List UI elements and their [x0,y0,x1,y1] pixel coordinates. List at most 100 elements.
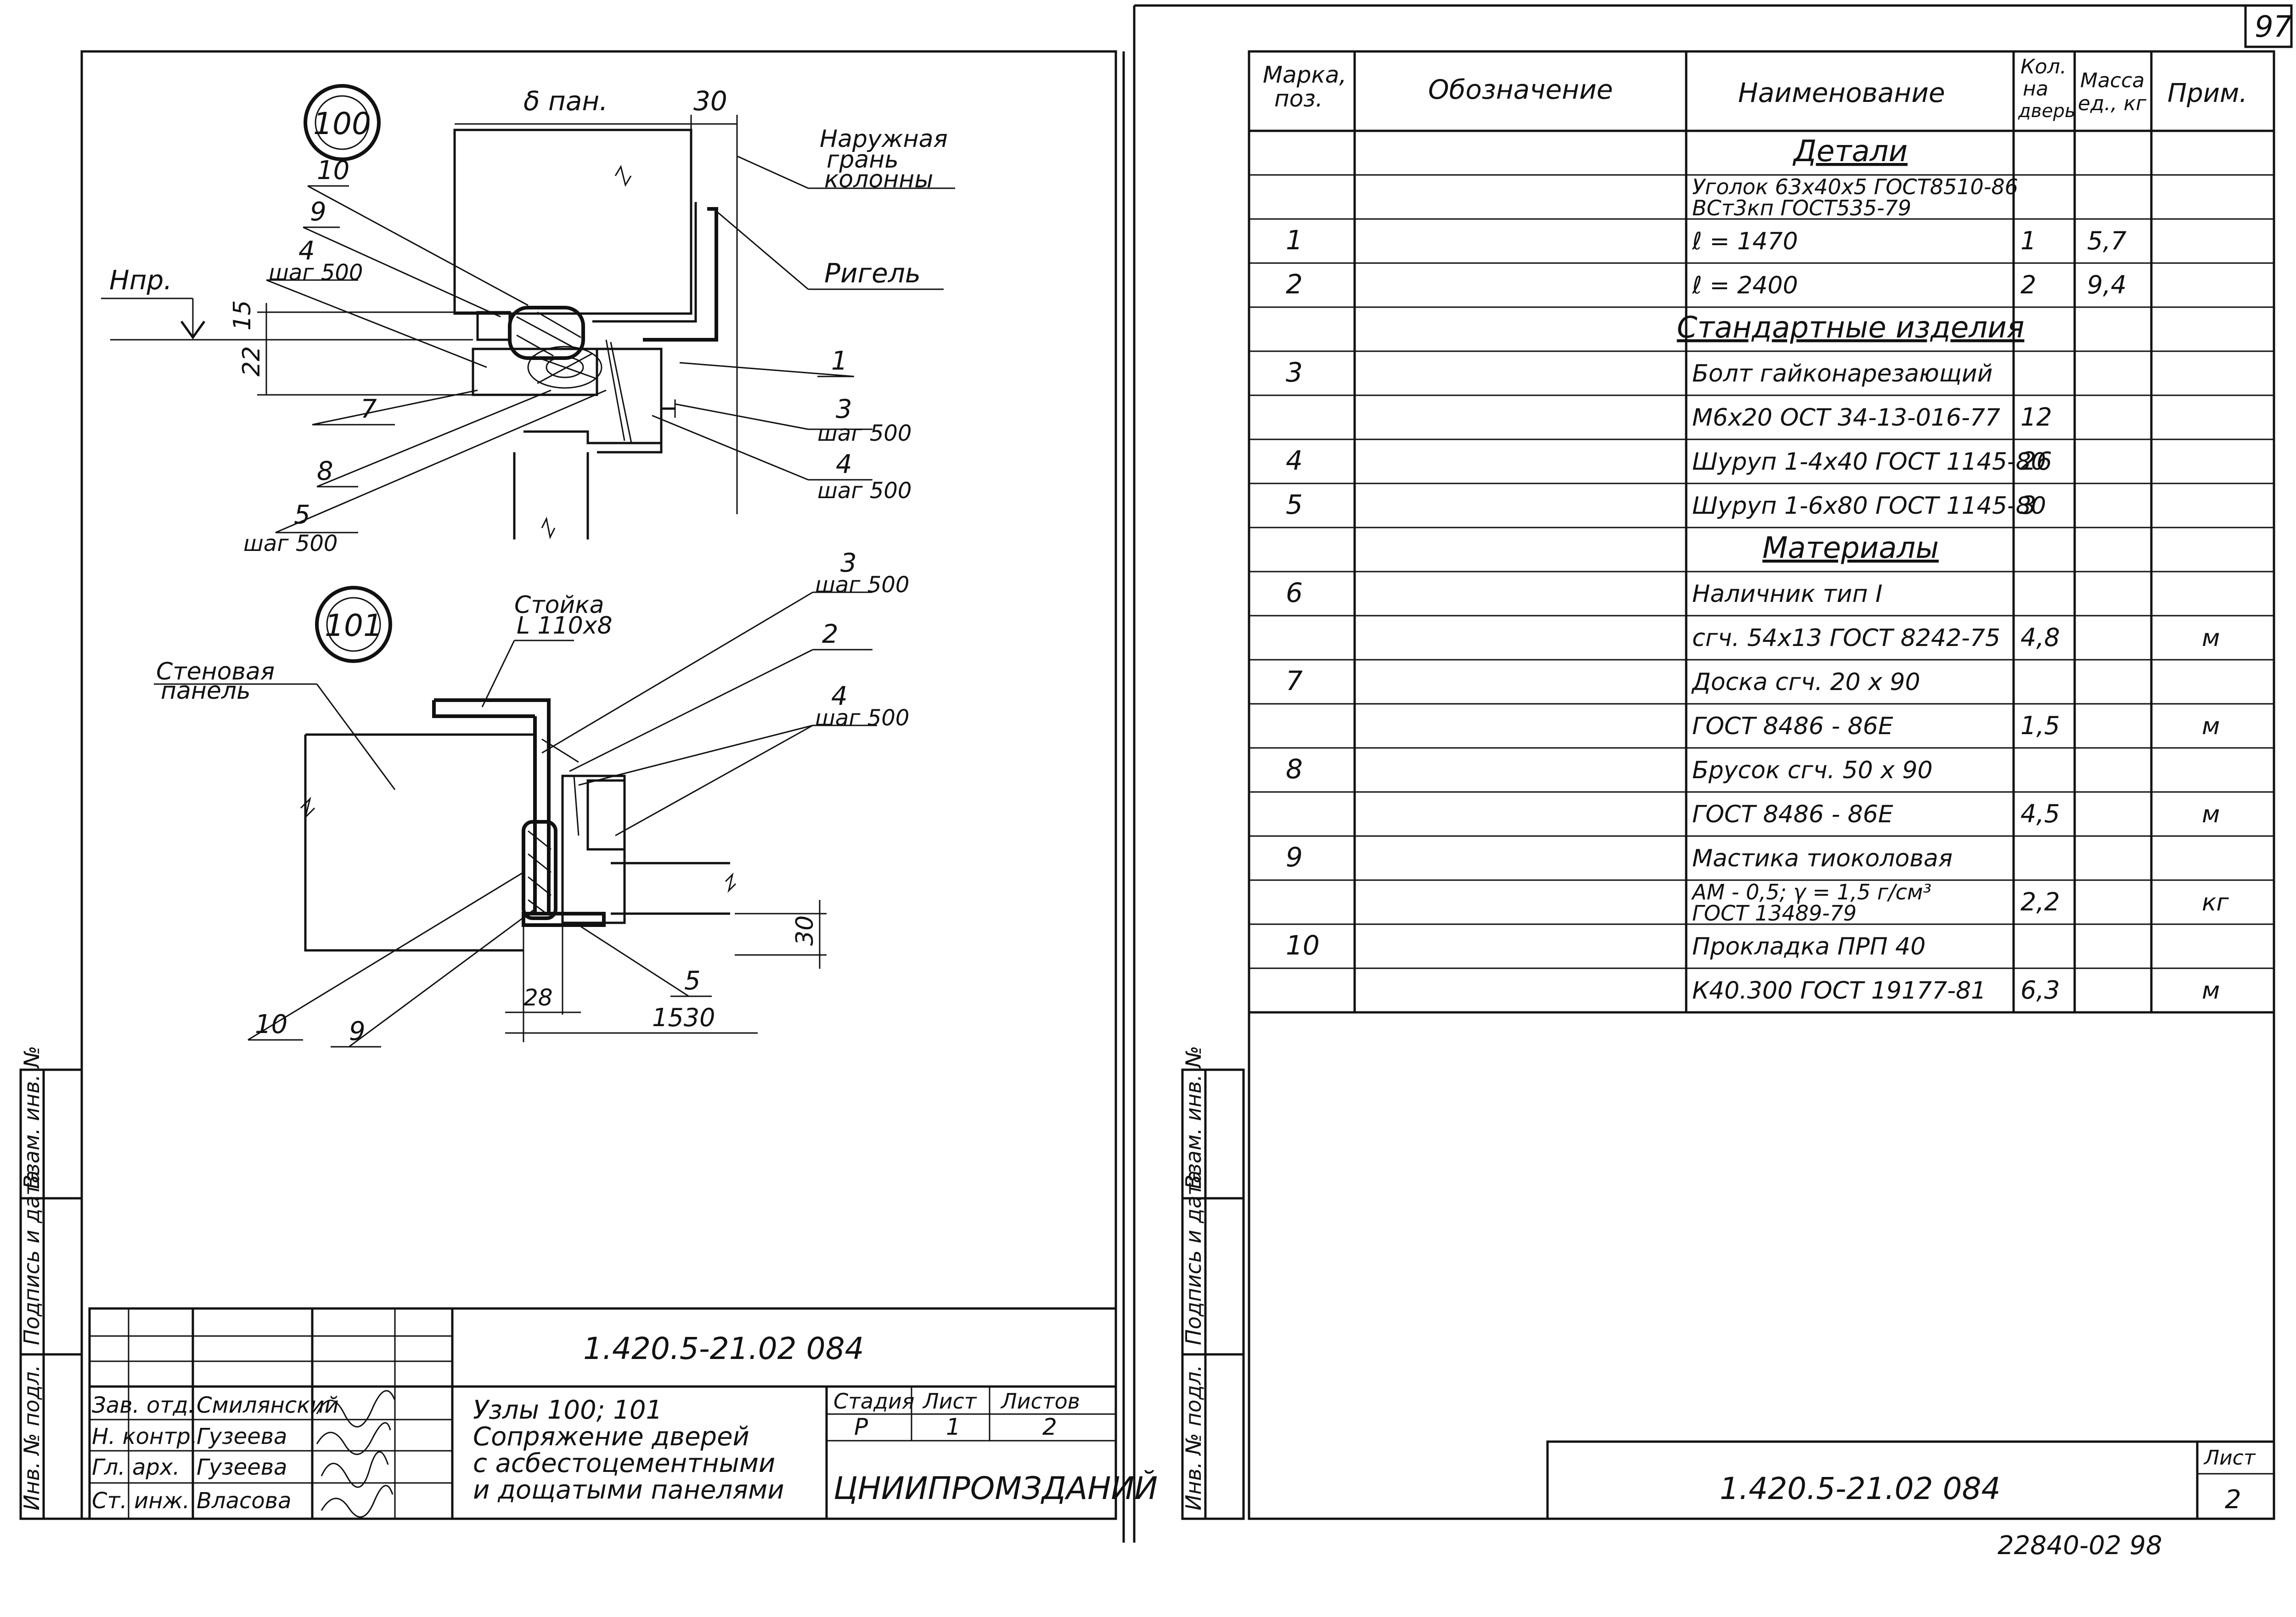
cell-pos: 3 [1286,357,1303,388]
section-heading: Стандартные изделия [1677,311,2025,345]
cell-qty: 12 [2020,403,2052,432]
tb-name-1: Гузеева [197,1424,287,1449]
header-qty-line2: на [2023,77,2048,101]
wall-panel [304,733,535,952]
panel-body [453,129,692,315]
tb-sheet: 1 [946,1414,961,1440]
tb-name-2: Гузеева [197,1454,287,1480]
dim-101-28: 28 [523,984,553,1011]
table-row: Материалы [1762,531,1939,565]
tb-sheets: 2 [1042,1414,1057,1440]
right-sheet: 97 Марка, поз. Обозначение Наименование … [1133,4,2293,1561]
callout-100-4a-note: шаг 500 [269,260,363,286]
sealant-101 [522,820,557,920]
header-mark-line1: Марка, [1263,62,1346,88]
cell-name: ГОСТ 8486 - 86Е [1692,713,1893,740]
left-side-stamp: Инв. № подл. Подпись и дата Взам. инв. № [19,1046,83,1520]
callout-101-3: 3 [840,548,857,578]
tb-title-line3: с асбестоцементными [473,1449,775,1478]
tb-name-0: Смилянский [197,1392,339,1418]
node-100-circle [304,84,381,161]
callout-100-1: 1 [831,346,848,376]
door-leaf-101 [611,862,730,915]
wall-panel-line2: панель [161,677,251,705]
node-101-circle [315,586,392,663]
cell-qty: 2,2 [2020,887,2060,916]
cell-name-line2: ВСт3кп ГОСТ535-79 [1692,196,1911,220]
cell-name: Наличник тип I [1692,580,1882,608]
right-side-stamp: Инв. № подл. Подпись и дата Взам. инв. № [1181,1046,1245,1520]
cell-qty: 1 [2020,226,2036,255]
callout-100-8: 8 [317,456,333,486]
cell-name: ГОСТ 8486 - 86Е [1692,801,1893,828]
callout-100-7: 7 [360,394,377,424]
npr-label: Нпр. [109,264,172,296]
outer-face-line2: грань [827,146,899,174]
table-row: Стандартные изделия [1677,311,2025,345]
dim-101-1530: 1530 [652,1003,715,1032]
cell-qty: 2 [2020,270,2036,299]
outer-face-line3: колонны [824,166,933,193]
callout-101-4-note: шаг 500 [815,705,909,731]
cell-pos: 6 [1286,577,1303,608]
footer-doc-code: 1.420.5-21.02 084 [1720,1471,2001,1506]
dim-delta-label: δ пан. [523,85,608,117]
tb-title-line4: и дощатыми панелями [473,1475,784,1505]
cell-name: АМ - 0,5; γ = 1,5 г/см³ [1691,880,1931,904]
right-stamp-sign: Подпись и дата [1181,1170,1206,1345]
door-leaf [513,452,589,539]
cell-pos: 1 [1286,225,1303,256]
archive-number: 22840-02 98 [1998,1531,2162,1561]
frame-101 [561,775,626,924]
callout-100-3: 3 [836,394,852,424]
left-stamp-replace: Взам. инв. № [19,1046,44,1189]
stoyka-angle [432,698,551,744]
stoyka-line1: Стойка [514,591,604,619]
cell-name: ℓ = 1470 [1692,228,1798,255]
cell-name: Мастика тиоколовая [1692,845,1953,872]
header-mass-line2: ед., кг [2078,92,2147,115]
callout-100-3-note: шаг 500 [817,421,912,446]
header-qty-line1: Кол. [2020,55,2066,79]
cell-pos: 5 [1286,489,1303,520]
right-stamp-replace: Взам. инв. № [1181,1046,1206,1189]
cell-pos: 7 [1286,665,1303,696]
gasket [476,311,511,341]
callout-100-4a: 4 [298,236,315,266]
tb-name-3: Власова [197,1488,291,1514]
node-101: 101 Стойка L 110x8 Стеновая панель [154,548,909,1048]
tb-stage: Р [854,1414,868,1440]
callout-100-4b-note: шаг 500 [817,478,912,504]
title-block: 1.420.5-21.02 084 Зав. отд. Смилянский Н… [88,1307,1158,1520]
cell-note: м [2202,713,2220,740]
cell-name: К40.300 ГОСТ 19177-81 [1692,977,1986,1005]
cell-note: м [2202,624,2220,652]
table-row: Детали [1792,135,1908,168]
cell-pos: 2 [1286,269,1303,300]
wall-panel-line1: Стеновая [156,658,275,685]
signature-0 [316,1390,396,1428]
left-stamp-sign: Подпись и дата [19,1170,44,1345]
cell-name: Шуруп 1-6x80 ГОСТ 1145-80 [1692,492,2046,520]
cell-name: Доска сгч. 20 x 90 [1691,668,1920,696]
header-designation: Обозначение [1428,74,1613,105]
cell-note: м [2202,801,2220,828]
dim-22-label: 22 [238,346,265,376]
cell-qty: 26 [2020,447,2052,476]
rigel-label: Ригель [824,258,921,289]
tb-role-0: Зав. отд. [92,1392,195,1418]
door-box [597,348,663,454]
cell-name: сгч. 54x13 ГОСТ 8242-75 [1692,624,2000,652]
callout-100-5: 5 [294,500,310,530]
